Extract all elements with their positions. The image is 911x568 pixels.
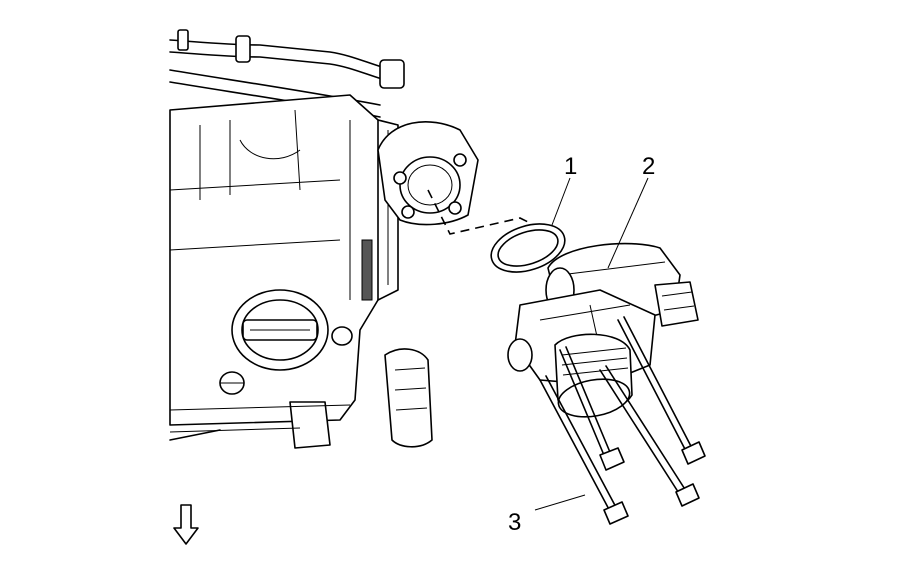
callout-2-label: 2 bbox=[642, 153, 655, 180]
engine-intake-assembly bbox=[169, 29, 433, 449]
callout-1-leader bbox=[551, 177, 571, 226]
throttle-body bbox=[507, 242, 699, 418]
throttle-body-gasket bbox=[490, 223, 566, 273]
callout-2-leader bbox=[607, 177, 649, 269]
callout-3-label: 3 bbox=[508, 509, 521, 536]
intake-flange bbox=[377, 121, 479, 226]
callout-3-leader bbox=[534, 494, 586, 511]
callout-1-label: 1 bbox=[564, 153, 577, 180]
down-arrow-icon bbox=[173, 504, 199, 545]
throttle-body-bolts bbox=[539, 316, 706, 525]
